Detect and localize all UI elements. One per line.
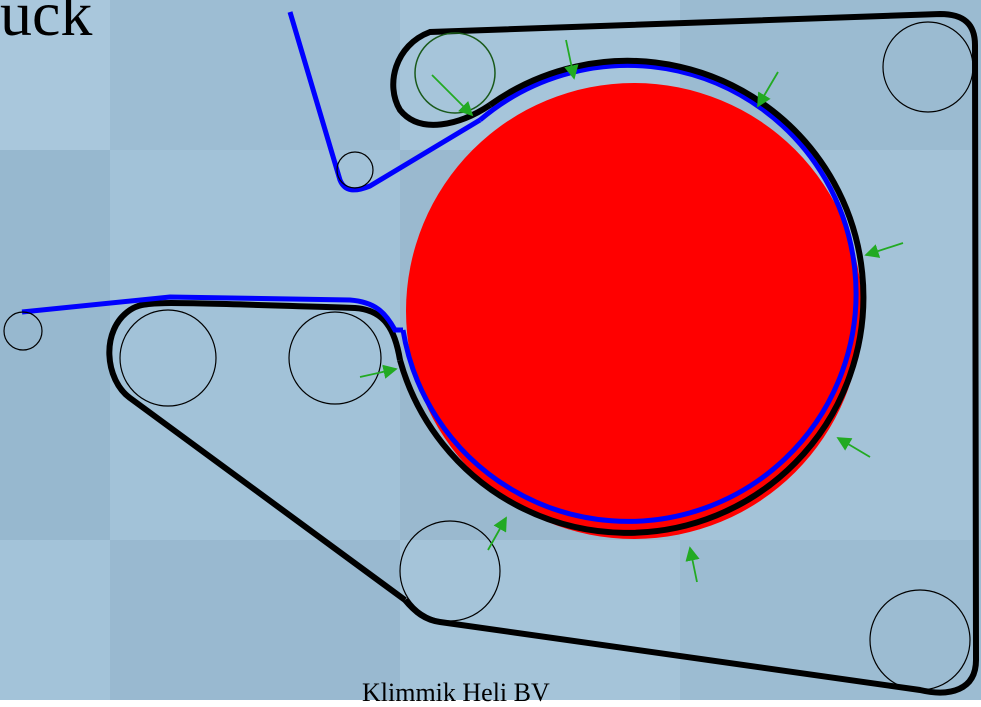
pressure-arrow-3 (757, 71, 779, 108)
roller-bottom-right (869, 589, 971, 691)
pressure-arrow-8 (685, 546, 700, 583)
web-wrap (400, 62, 859, 524)
pressure-arrow-7 (487, 516, 507, 551)
roller-mid-left (288, 311, 382, 405)
belt-drum-wrap (397, 57, 867, 536)
slide-footer: Klimmik Heli BV (362, 678, 550, 707)
roller-left-belt (119, 309, 217, 407)
web-top (287, 11, 482, 193)
drum (406, 83, 862, 539)
slide-title: uck (0, 0, 93, 49)
belt-lower (106, 300, 407, 603)
pressure-arrow-2 (564, 39, 579, 80)
roller-top-right (882, 21, 974, 113)
belt-upper (390, 10, 978, 128)
pressure-arrow-5 (359, 364, 398, 379)
roller-bottom-mid (399, 520, 501, 622)
pressure-arrow-1 (431, 74, 474, 117)
roller-top-left (414, 32, 496, 114)
roller-far-left (3, 311, 43, 351)
pressure-arrow-6 (836, 437, 871, 458)
pressure-arrow-4 (864, 242, 904, 258)
roller-small-guide (336, 151, 374, 189)
web-left (21, 294, 403, 333)
